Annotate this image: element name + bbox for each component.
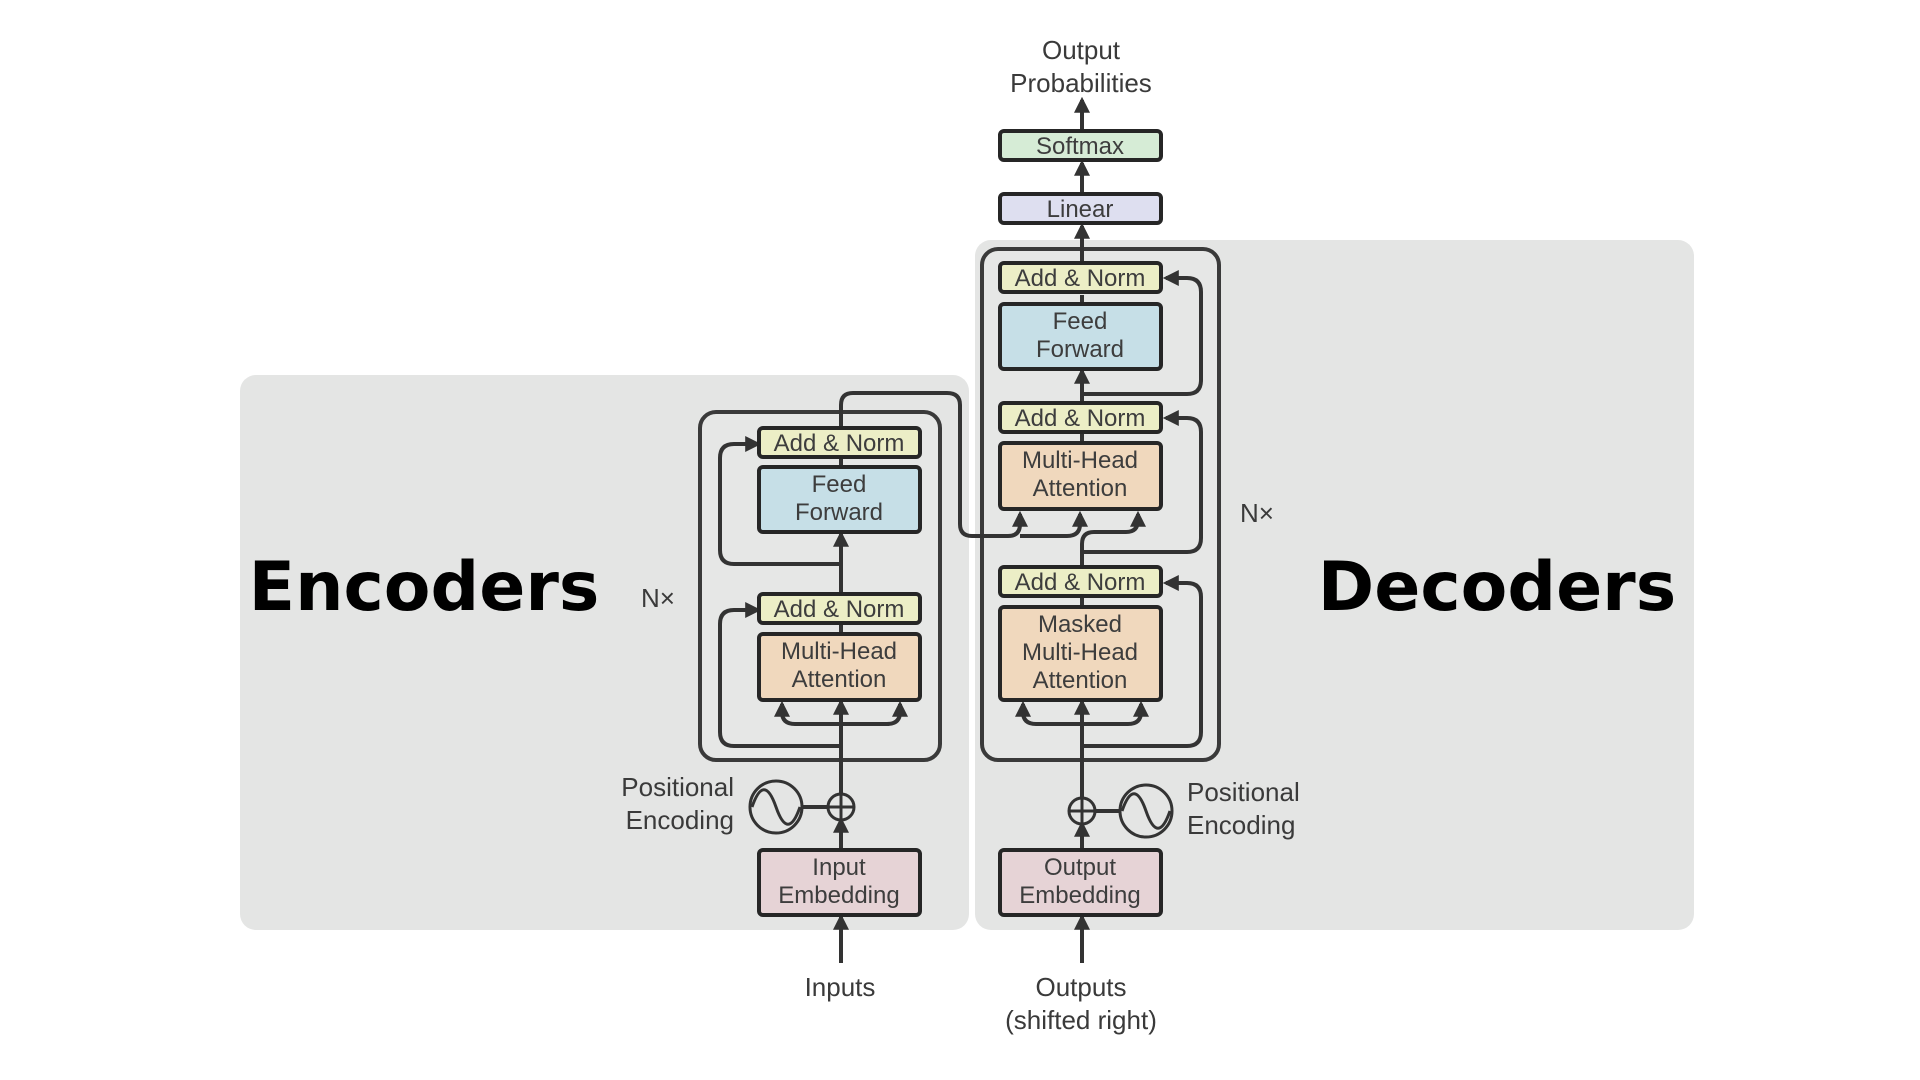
decoder-masked-label-2: Multi-Head — [1022, 639, 1138, 666]
softmax-block — [998, 129, 1163, 162]
encoder-multi-head-attention — [757, 632, 922, 702]
decoders-title: Decoders — [1318, 548, 1676, 627]
decoder-masked-multi-head-attention — [998, 605, 1163, 702]
decoder-multi-head-label-2: Attention — [1033, 475, 1128, 502]
decoder-add-norm-middle — [998, 401, 1163, 434]
decoder-add-norm-bottom — [998, 565, 1163, 598]
input-embedding-label-1: Input — [812, 854, 866, 881]
encoder-sine-curve — [750, 788, 802, 826]
encoder-positional-encoding-label-1: Positional — [621, 772, 734, 802]
output-embedding — [998, 848, 1163, 917]
encoder-attn-left-input — [774, 700, 841, 726]
encoder-sine-wave-icon — [748, 779, 804, 835]
encoder-multi-head-label-1: Multi-Head — [781, 638, 897, 665]
encoder-multi-head-label-2: Attention — [792, 666, 887, 693]
decoder-residual-1 — [1082, 575, 1203, 748]
encoder-to-decoder-connection — [839, 391, 1028, 538]
encoder-feed-forward-label-2: Forward — [795, 499, 883, 526]
encoder-feed-forward-label-1: Feed — [812, 471, 867, 498]
encoder-add-norm-top-label: Add & Norm — [774, 430, 905, 457]
decoder-residual-3 — [1082, 270, 1203, 396]
decoder-feed-forward — [998, 302, 1163, 371]
outputs-label-2: (shifted right) — [1005, 1005, 1157, 1035]
encoder-to-decoder-branch — [1020, 510, 1088, 538]
decoder-multi-head-label-1: Multi-Head — [1022, 447, 1138, 474]
encoder-add-norm-top — [757, 426, 922, 459]
outputs-label-1: Outputs — [1035, 972, 1126, 1002]
decoder-norm-to-cross-attn — [1080, 510, 1146, 565]
decoder-residual-2 — [1082, 410, 1203, 554]
linear-block — [998, 192, 1163, 225]
decoder-add-norm-top-label: Add & Norm — [1015, 265, 1146, 292]
output-probabilities-label-1: Output — [1042, 35, 1121, 65]
decoder-positional-encoding-label-2: Encoding — [1187, 810, 1295, 840]
softmax-label: Softmax — [1036, 133, 1124, 160]
encoder-positional-encoding-label-2: Encoding — [626, 805, 734, 835]
encoder-residual-1 — [718, 602, 841, 748]
decoder-masked-label-1: Masked — [1038, 611, 1122, 638]
encoder-attn-right-input — [841, 700, 908, 726]
encoder-residual-2 — [718, 436, 841, 566]
inputs-label: Inputs — [805, 972, 876, 1002]
decoder-add-norm-middle-label: Add & Norm — [1015, 405, 1146, 432]
decoder-masked-left-input — [1015, 700, 1082, 726]
encoder-sum-plus — [828, 794, 854, 820]
encoders-title: Encoders — [249, 548, 600, 627]
input-embedding — [757, 848, 922, 917]
output-probabilities-label-2: Probabilities — [1010, 68, 1152, 98]
decoder-repeat-label: N× — [1240, 498, 1274, 528]
decoder-masked-right-input — [1082, 700, 1149, 726]
decoder-feed-forward-label-2: Forward — [1036, 336, 1124, 363]
decoder-multi-head-attention — [998, 441, 1163, 511]
decoder-add-norm-bottom-label: Add & Norm — [1015, 569, 1146, 596]
encoder-add-norm-bottom-label: Add & Norm — [774, 596, 905, 623]
input-embedding-label-2: Embedding — [778, 882, 899, 909]
decoder-sine-curve — [1120, 792, 1172, 830]
encoder-feed-forward — [757, 465, 922, 534]
decoder-masked-label-3: Attention — [1033, 667, 1128, 694]
encoder-add-norm-bottom — [757, 592, 922, 625]
output-embedding-label-2: Embedding — [1019, 882, 1140, 909]
decoder-sine-wave-icon — [1118, 783, 1174, 839]
decoder-sum-plus — [1069, 798, 1095, 824]
linear-label: Linear — [1047, 196, 1114, 223]
encoder-stack — [698, 410, 942, 762]
decoder-positional-encoding-label-1: Positional — [1187, 777, 1300, 807]
output-embedding-label-1: Output — [1044, 854, 1116, 881]
encoder-repeat-label: N× — [641, 583, 675, 613]
decoder-add-norm-top — [998, 261, 1163, 294]
decoder-feed-forward-label-1: Feed — [1053, 308, 1108, 335]
